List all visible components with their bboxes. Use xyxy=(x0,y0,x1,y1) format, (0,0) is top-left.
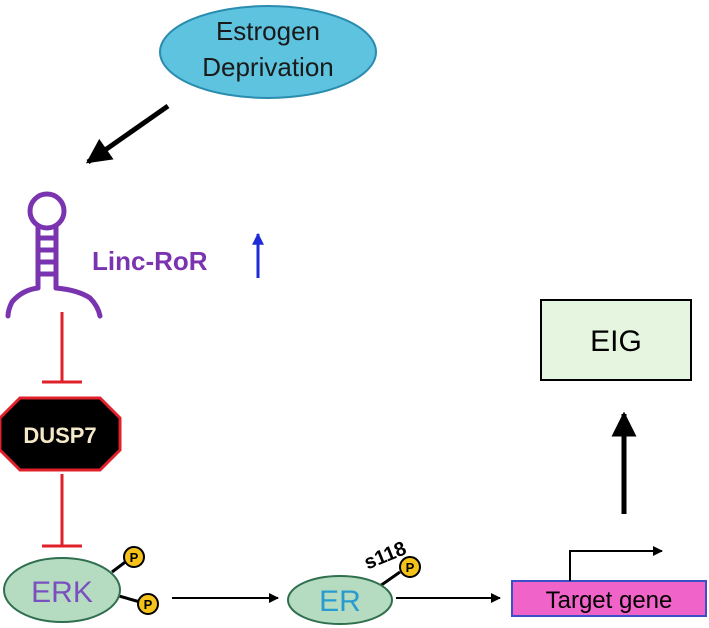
estrogen-deprivation-node: Estrogen Deprivation xyxy=(159,5,377,99)
estrogen-label: Estrogen xyxy=(216,16,320,46)
er-node: ER s118 P xyxy=(287,538,421,625)
svg-text:P: P xyxy=(144,597,153,612)
er-label: ER xyxy=(319,585,361,618)
svg-text:P: P xyxy=(406,560,415,575)
inhibit-linc-to-dusp7 xyxy=(42,312,82,384)
dusp7-node: DUSP7 xyxy=(0,396,122,472)
svg-text:P: P xyxy=(130,550,139,565)
erk-node: ERK P P xyxy=(3,546,159,623)
target-gene-label: Target gene xyxy=(546,587,673,614)
inhibit-dusp7-to-erk xyxy=(42,474,82,548)
dusp7-label: DUSP7 xyxy=(23,423,96,448)
dusp7-octagon xyxy=(0,396,122,472)
estrogen-deprivation-ellipse xyxy=(159,5,377,99)
linc-ror-rna-icon xyxy=(5,191,103,319)
eig-box xyxy=(540,299,692,381)
target-gene-node: Target gene xyxy=(511,580,707,617)
eig-node: EIG xyxy=(540,299,692,381)
erk-phospho-top: P xyxy=(123,546,145,568)
eig-label: EIG xyxy=(590,325,642,358)
er-phospho: P xyxy=(399,556,421,578)
erk-phospho-bottom: P xyxy=(137,593,159,615)
erk-label: ERK xyxy=(31,576,93,609)
arrow-estrogen-to-linc xyxy=(85,103,170,165)
transcription-start-icon xyxy=(569,546,663,581)
target-gene-box xyxy=(511,580,707,617)
er-ellipse xyxy=(287,575,393,625)
linc-ror-label: Linc-RoR xyxy=(92,246,208,276)
deprivation-label: Deprivation xyxy=(202,52,334,82)
erk-ellipse xyxy=(3,557,121,623)
